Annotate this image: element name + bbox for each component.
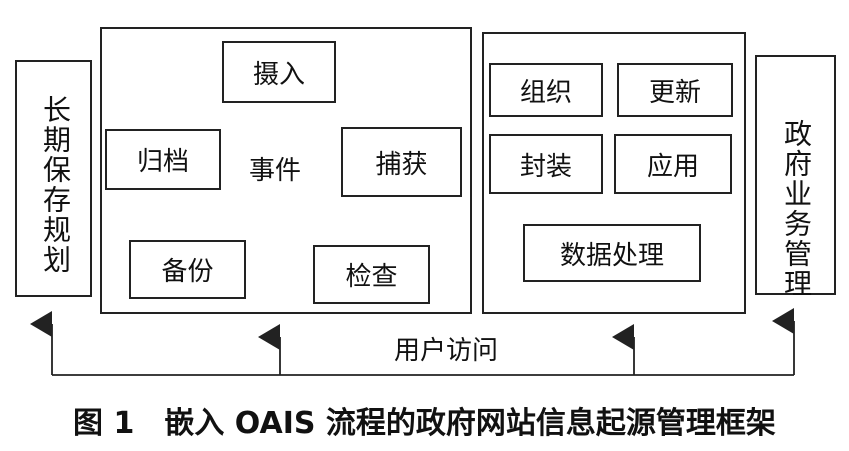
dp-organize: 组织 (489, 63, 603, 117)
long-term-preservation-label: 长期保存规划 (39, 95, 72, 275)
event-step-archive: 归档 (105, 129, 221, 190)
dp-apply: 应用 (614, 134, 732, 194)
long-term-preservation-panel: 长期保存规划 (15, 60, 92, 297)
event-step-capture: 捕获 (341, 127, 462, 197)
government-business-panel: 政府业务管理 (755, 55, 836, 299)
dp-main: 数据处理 (523, 224, 701, 282)
dp-package: 封装 (489, 134, 603, 194)
event-step-check: 检查 (313, 245, 430, 304)
government-business-label: 政府业务管理 (780, 119, 813, 299)
dp-update: 更新 (617, 63, 733, 117)
events-center-label: 事件 (249, 156, 302, 186)
figure-caption: 图 1 嵌入 OAIS 流程的政府网站信息起源管理框架 (73, 406, 776, 441)
event-step-backup: 备份 (129, 240, 246, 299)
user-access-label: 用户访问 (394, 336, 499, 366)
event-step-ingest: 摄入 (222, 41, 336, 103)
